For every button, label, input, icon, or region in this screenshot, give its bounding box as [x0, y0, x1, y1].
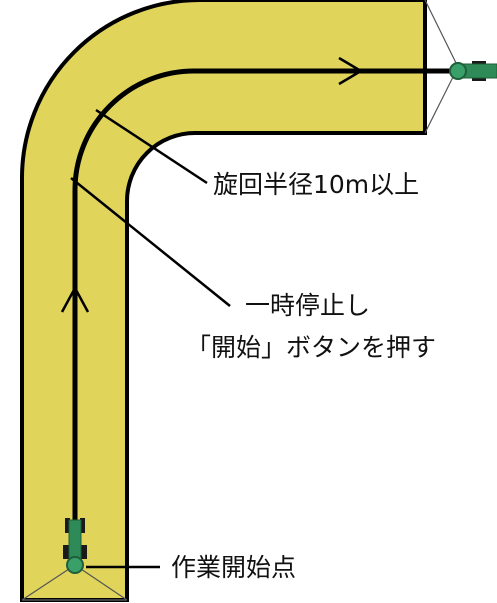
- start-point-label: 作業開始点: [171, 553, 296, 582]
- tractor-icon: [63, 518, 87, 574]
- field-area: [20, 0, 427, 602]
- start-headland: [21, 564, 128, 601]
- work-path: [72, 68, 458, 565]
- direction-arrow-icon: [338, 56, 364, 86]
- tractor-icon: [449, 61, 497, 81]
- pause-label-line1: 一時停止し: [245, 291, 370, 320]
- direction-arrow-icon: [60, 285, 90, 313]
- pause-label-line2: 「開始」ボタンを押す: [186, 333, 436, 362]
- pause-leader: [70, 177, 231, 307]
- turn-radius-leader: [95, 108, 208, 185]
- turn-radius-label: 旋回半径10m以上: [213, 170, 419, 199]
